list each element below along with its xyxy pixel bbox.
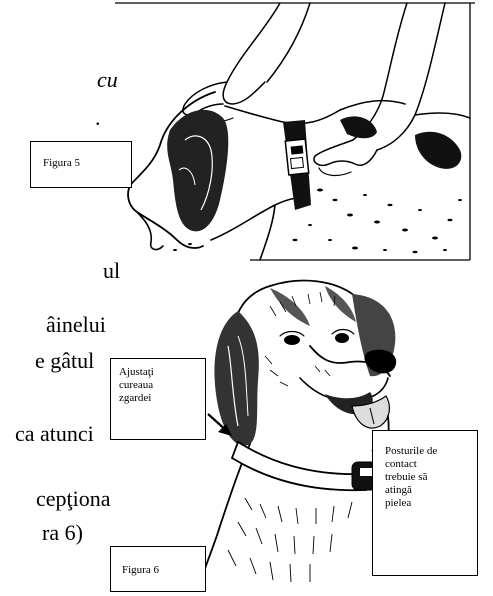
contact-posts-line-2: contact <box>385 458 477 471</box>
text-fragment-ra-6: ra 6) <box>42 520 83 546</box>
figure-6-label: Figura 6 <box>122 564 159 576</box>
contact-posts-line-3: trebuie să <box>385 471 477 484</box>
collar-fitting-illustration <box>115 0 485 265</box>
contact-posts-line-4: atingă <box>385 484 477 497</box>
text-fragment-dot: . <box>95 105 101 131</box>
adjust-strap-line-2: cureaua <box>119 379 205 392</box>
adjust-strap-line-1: Ajustaţi <box>119 366 205 379</box>
text-fragment-ainelui: âinelui <box>46 312 106 338</box>
figure-6-caption: Figura 6 <box>110 546 206 592</box>
contact-posts-line-1: Posturile de <box>385 445 477 458</box>
text-fragment-ca-atunci: ca atunci <box>15 421 94 447</box>
text-fragment-e-gatul: e gâtul <box>35 348 94 374</box>
figure-5-caption: Figura 5 <box>30 141 132 188</box>
adjust-strap-line-3: zgardei <box>119 392 205 405</box>
contact-posts-line-5: pielea <box>385 497 477 510</box>
contact-posts-caption: Posturile de contact trebuie să atingă p… <box>372 430 478 576</box>
figure-5-label: Figura 5 <box>43 157 80 169</box>
adjust-strap-caption: Ajustaţi cureaua zgardei <box>110 358 206 440</box>
text-fragment-ceptiona: cepţiona <box>36 486 111 512</box>
